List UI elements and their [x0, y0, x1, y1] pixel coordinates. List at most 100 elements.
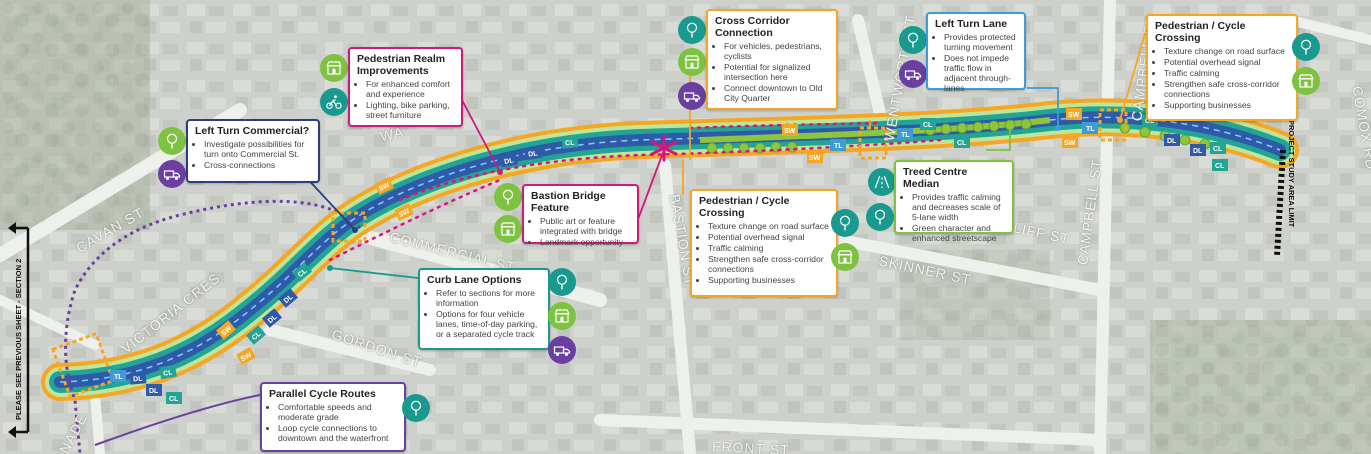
callout-bullet: Does not impede traffic flow in adjacent… — [944, 53, 1018, 93]
callout-bullet: Landmark opportunity — [540, 237, 631, 247]
lane-label-sw: SW — [240, 351, 254, 363]
callout-bullet: Strengthen safe cross-corridor connectio… — [708, 254, 830, 274]
tree-icon — [866, 203, 894, 231]
lane-label-dl: DL — [133, 376, 144, 384]
callout-bullet: Public art or feature integrated with br… — [540, 216, 631, 236]
lane-label-dl: DL — [528, 150, 539, 158]
storefront-icon — [320, 54, 348, 82]
truck-icon — [548, 336, 576, 364]
lane-label-cl: CL — [565, 140, 576, 148]
lane-label-sw: SW — [378, 182, 392, 193]
tree-icon — [899, 26, 927, 54]
callout-bullet: For enhanced comfort and experience — [366, 79, 455, 99]
storefront-icon — [831, 243, 859, 271]
tree-icon — [402, 394, 430, 422]
callout-title: Pedestrian / Cycle Crossing — [699, 195, 790, 219]
callout-title: Pedestrian Realm Improvements — [357, 53, 446, 77]
callout-bullet: Connect downtown to Old City Quarter — [724, 83, 830, 103]
callout-bullet: Traffic calming — [708, 243, 830, 253]
callout-bullet: Lighting, bike parking, street furniture — [366, 100, 455, 120]
lane-label-sw: SW — [809, 155, 821, 162]
lane-label-tl: TL — [834, 143, 843, 150]
lane-label-cl: CL — [297, 267, 309, 279]
callout-bullet: Green character and enhanced streetscape — [912, 223, 1006, 243]
callout-ped-cycle-crossing-centre: Pedestrian / Cycle Crossing Texture chan… — [690, 189, 838, 297]
callout-bullet: Loop cycle connections to downtown and t… — [278, 423, 398, 443]
callout-title: Parallel Cycle Routes — [269, 388, 376, 400]
tree-icon — [1292, 33, 1320, 61]
callout-curb-lane-options: Curb Lane Options Refer to sections for … — [418, 268, 550, 350]
previous-sheet-label: PLEASE SEE PREVIOUS SHEET - SECTION 2 — [14, 258, 23, 420]
callout-bullet: Provides protected turning movement — [944, 32, 1018, 52]
callout-bullet: Potential overhead signal — [1164, 57, 1290, 67]
callout-treed-centre-median: Treed Centre Median Provides traffic cal… — [894, 160, 1014, 243]
storefront-icon — [548, 302, 576, 330]
callout-bullet: Refer to sections for more information — [436, 288, 542, 308]
tree-icon — [494, 183, 522, 211]
callout-left-turn-lane: Left Turn Lane Provides protected turnin… — [926, 12, 1026, 93]
lane-label-dl: DL — [1193, 148, 1203, 155]
callout-bullet: Potential overhead signal — [708, 232, 830, 242]
study-area-limit-label: PROJECT STUDY AREA LIMIT — [1287, 120, 1296, 228]
lane-label-sw: SW — [1068, 112, 1080, 119]
callout-title: Pedestrian / Cycle Crossing — [1155, 20, 1246, 44]
lane-label-tl: TL — [114, 374, 123, 381]
callout-bullet: Texture change on road surface — [1164, 46, 1290, 56]
callout-bullet: Traffic calming — [1164, 68, 1290, 78]
callout-bullet: Texture change on road surface — [708, 221, 830, 231]
callout-title: Left Turn Lane — [935, 18, 1008, 30]
lane-label-tl: TL — [901, 132, 910, 139]
callout-bullet: Supporting businesses — [708, 275, 830, 285]
callout-pedestrian-realm: Pedestrian Realm Improvements For enhanc… — [348, 47, 463, 127]
tree-icon — [831, 209, 859, 237]
callout-left-turn-commercial: Left Turn Commercial? Investigate possib… — [186, 119, 320, 183]
callout-bullet: For vehicles, pedestrians, cyclists — [724, 41, 830, 61]
truck-icon — [158, 160, 186, 188]
truck-icon — [899, 60, 927, 88]
lane-label-cl: CL — [169, 396, 179, 403]
lane-label-dl: DL — [1167, 138, 1177, 145]
lane-labels: DL DL CL SW SW CL DL DL CL SW SW CL DL T… — [110, 108, 1228, 404]
storefront-icon — [678, 48, 706, 76]
callout-title: Bastion Bridge Feature — [531, 190, 606, 214]
callout-ped-cycle-crossing-right: Pedestrian / Cycle Crossing Texture chan… — [1146, 14, 1298, 121]
callout-parallel-cycle-routes: Parallel Cycle Routes Comfortable speeds… — [260, 382, 406, 452]
lane-label-cl: CL — [923, 122, 933, 129]
lane-label-cl: CL — [1213, 146, 1223, 153]
lane-label-dl: DL — [149, 388, 159, 395]
storefront-icon — [494, 215, 522, 243]
callout-title: Treed Centre Median — [903, 166, 968, 190]
tree-icon — [158, 127, 186, 155]
lane-label-sw: SW — [784, 128, 796, 135]
callout-bullet: Comfortable speeds and moderate grade — [278, 402, 398, 422]
callout-bullet: Strengthen safe cross-corridor connectio… — [1164, 79, 1290, 99]
lane-label-dl: DL — [283, 293, 295, 305]
callout-cross-corridor: Cross Corridor Connection For vehicles, … — [706, 9, 838, 110]
street-icon — [868, 168, 896, 196]
tree-icon — [678, 16, 706, 44]
truck-icon — [678, 82, 706, 110]
lane-label-cl: CL — [1145, 118, 1155, 125]
callout-bastion-bridge: Bastion Bridge Feature Public art or fea… — [522, 184, 639, 247]
tree-icon — [548, 268, 576, 296]
cyclist-icon — [320, 88, 348, 116]
lane-label-dl: DL — [267, 313, 279, 325]
callout-bullet: Supporting businesses — [1164, 100, 1290, 110]
lane-label-cl: CL — [251, 330, 263, 342]
lane-label-cl: CL — [957, 140, 967, 147]
lane-label-cl: CL — [1215, 163, 1225, 170]
storefront-icon — [1292, 67, 1320, 95]
callout-bullet: Provides traffic calming and decreases s… — [912, 192, 1006, 222]
lane-label-tl: TL — [1086, 126, 1095, 133]
lane-label-cl: CL — [163, 369, 174, 378]
lane-label-sw: SW — [1064, 140, 1076, 147]
callout-bullet: Investigate possibilities for turn onto … — [204, 139, 312, 159]
callout-bullet: Potential for signalized intersection he… — [724, 62, 830, 82]
lane-label-sw: SW — [398, 208, 412, 219]
callout-title: Left Turn Commercial? — [195, 125, 310, 137]
callout-bullet: Cross-connections — [204, 160, 312, 170]
callout-bullet: Options for four vehicle lanes, time-of-… — [436, 309, 542, 339]
lane-label-dl: DL — [504, 157, 515, 166]
